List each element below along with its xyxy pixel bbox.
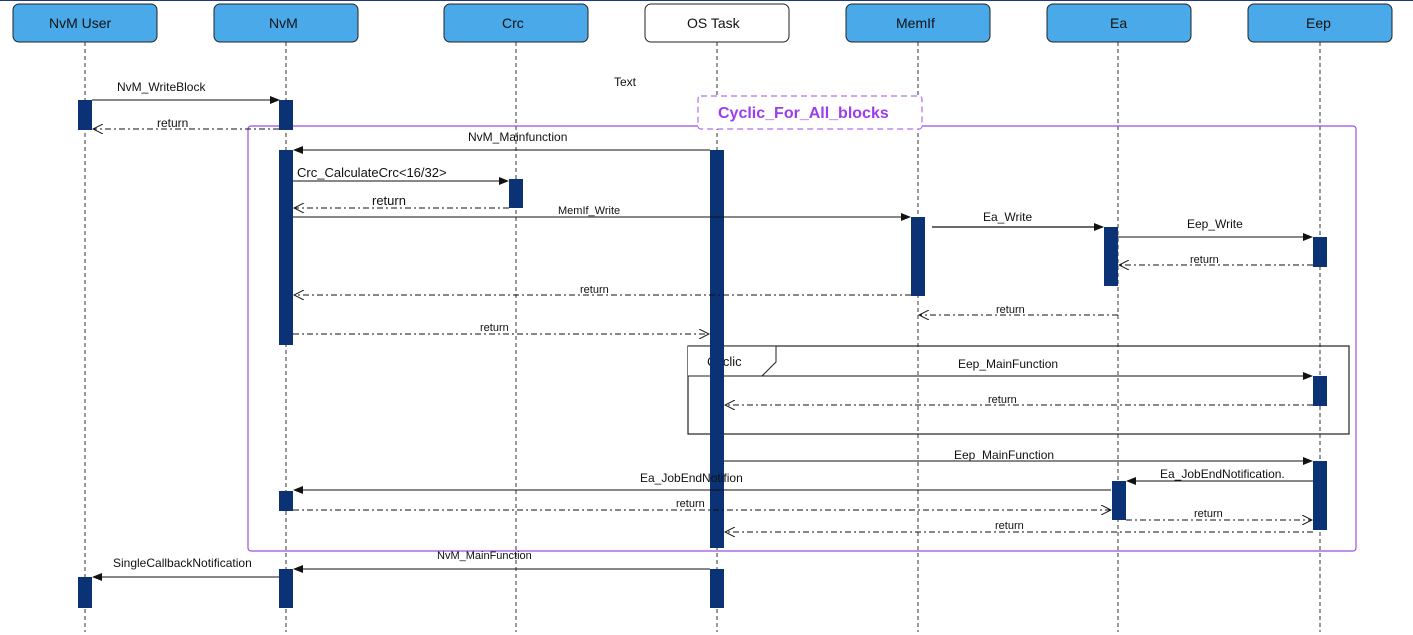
message-label: Eep_MainFunction — [958, 357, 1058, 371]
message-label: Eep_Write — [1187, 217, 1243, 231]
cyclic-region-frame — [247, 125, 1357, 552]
participant-label: Eep — [1306, 15, 1331, 31]
participant-os-task[interactable]: OS Task — [644, 3, 790, 43]
participant-label: NvM — [269, 15, 298, 31]
participant-label: Crc — [502, 15, 524, 31]
activation-bars — [78, 100, 1327, 608]
activation-eep-3 — [1313, 461, 1327, 530]
activation-eep-2 — [1313, 376, 1327, 406]
message-label: Ea_JobEndNotification. — [1160, 467, 1285, 481]
message-label: return — [372, 193, 406, 208]
messages: NvM_WriteBlock return NvM_Mainfunction C… — [92, 80, 1313, 581]
text-annotation: Text — [614, 75, 637, 89]
activation-nvm-user-2 — [78, 577, 92, 608]
message-label: Ea_JobEndNotifion — [640, 471, 743, 485]
participant-nvm[interactable]: NvM — [213, 3, 359, 43]
activation-nvm-user-1 — [78, 100, 92, 130]
participant-eep[interactable]: Eep — [1247, 3, 1393, 43]
message-label: return — [480, 322, 509, 334]
activation-nvm-1 — [279, 100, 293, 130]
message-label: Crc_CalculateCrc<16/32> — [297, 165, 447, 180]
participant-crc[interactable]: Crc — [443, 3, 589, 43]
message-label: NvM_MainFunction — [437, 550, 532, 562]
message-label: return — [1194, 508, 1223, 520]
message-label: MemIf_Write — [558, 205, 620, 217]
message-label: Eep_MainFunction — [954, 448, 1054, 462]
participant-memif[interactable]: MemIf — [845, 3, 991, 43]
cyclic-region-label: Cyclic_For_All_blocks — [718, 105, 889, 122]
participant-label: OS Task — [687, 15, 741, 31]
activation-crc-1 — [509, 179, 523, 208]
activation-nvm-3 — [279, 491, 293, 511]
message-label: return — [580, 284, 609, 296]
message-label: return — [676, 498, 705, 510]
participant-ea[interactable]: Ea — [1046, 3, 1192, 43]
message-label: NvM_Mainfunction — [468, 130, 567, 144]
participant-label: MemIf — [896, 15, 935, 31]
activation-nvm-2 — [279, 150, 293, 345]
activation-os-task-2 — [710, 569, 724, 608]
activation-ea-1 — [1104, 227, 1118, 286]
message-label: return — [995, 520, 1024, 532]
message-label: return — [157, 116, 188, 130]
message-label: NvM_WriteBlock — [117, 80, 206, 94]
message-label: return — [988, 394, 1017, 406]
activation-nvm-4 — [279, 569, 293, 608]
lifelines — [84, 42, 1321, 632]
message-label: return — [1190, 254, 1219, 266]
cyclic-region-label-box: Cyclic_For_All_blocks — [697, 95, 923, 130]
activation-os-task-1 — [710, 150, 724, 548]
activation-ea-2 — [1112, 481, 1126, 520]
message-label: Ea_Write — [983, 210, 1032, 224]
participant-label: NvM User — [49, 15, 112, 31]
activation-eep-1 — [1313, 237, 1327, 267]
message-label: return — [996, 304, 1025, 316]
message-label: SingleCallbackNotification — [113, 556, 252, 570]
activation-memif-1 — [911, 217, 925, 296]
participant-label: Ea — [1110, 15, 1127, 31]
participant-nvm-user[interactable]: NvM User — [12, 3, 158, 43]
